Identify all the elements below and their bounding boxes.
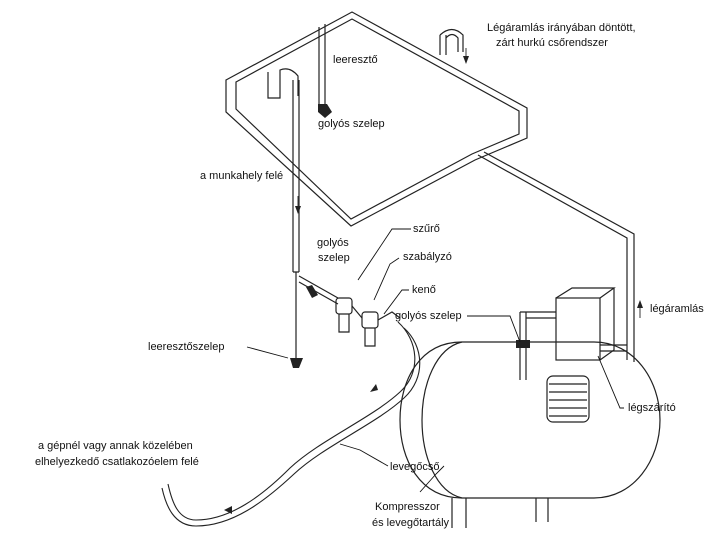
leader-lines (246, 228, 624, 493)
closed-loop-pipe-network (225, 11, 635, 362)
label-machine-line-1: a gépnél vagy annak közelében (38, 440, 193, 452)
label-drain: leeresztő (333, 54, 378, 66)
compressor-tank (399, 341, 661, 528)
air-dryer (516, 287, 616, 380)
label-ball-valve-top: golyós szelep (318, 118, 385, 130)
label-airflow: légáramlás (650, 303, 704, 315)
drain-valve-top (318, 104, 332, 118)
label-compressor-line-2: és levegőtartály (372, 517, 450, 529)
loop-title-line-1: Légáramlás irányában döntött, (487, 22, 636, 34)
label-regulator: szabályzó (403, 251, 452, 263)
label-drain-valve: leeresztőszelep (148, 341, 224, 353)
label-air-dryer: légszárító (628, 402, 676, 414)
label-lubricator: kenő (412, 284, 436, 296)
label-ball-valve-line-1: golyós (317, 237, 349, 249)
label-ball-valve-line-2: szelep (318, 252, 350, 264)
label-filter: szűrő (413, 223, 440, 235)
loop-title-line-2: zárt hurkú csőrendszer (496, 37, 608, 49)
label-ball-valve-right: golyós szelep (395, 310, 462, 322)
labels: Légáramlás irányában döntött, zárt hurkú… (35, 22, 704, 529)
air-hose (161, 321, 421, 527)
label-compressor-line-1: Kompresszor (375, 501, 440, 513)
label-machine-line-2: elhelyezkedő csatlakozóelem felé (35, 456, 199, 468)
label-to-workplace: a munkahely felé (200, 170, 283, 182)
flow-arrows (224, 48, 643, 514)
workplace-drop-line (290, 271, 401, 368)
label-air-hose: levegőcső (390, 461, 440, 473)
